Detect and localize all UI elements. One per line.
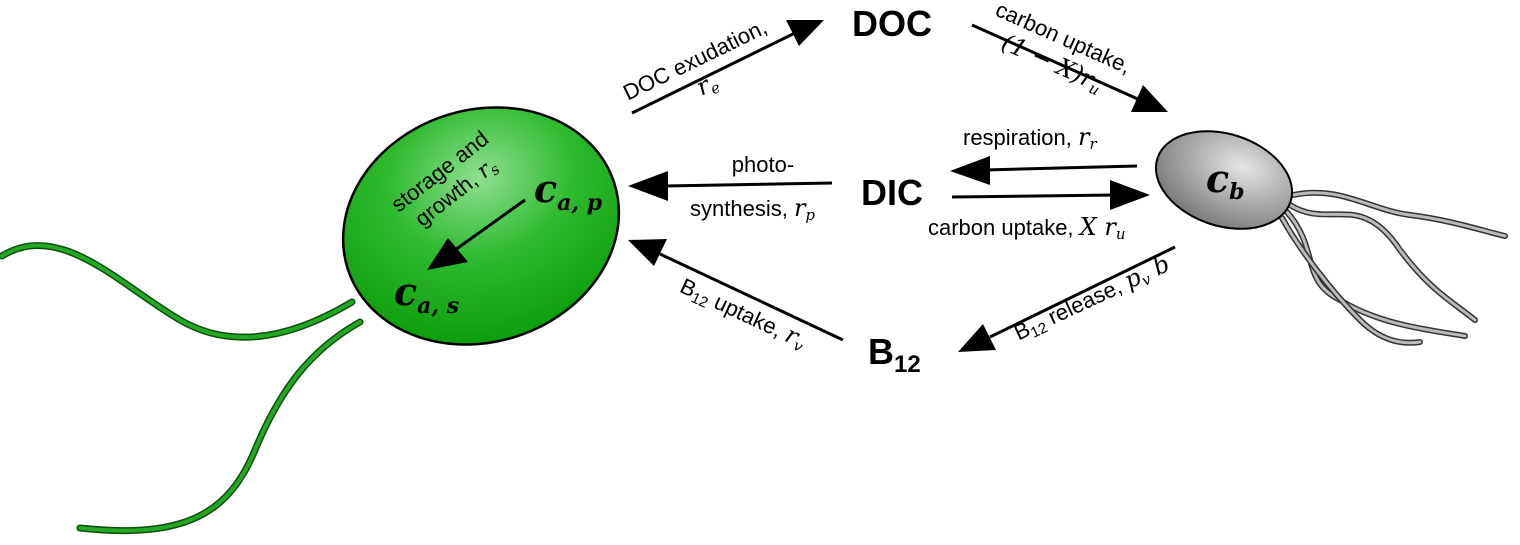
carbon-uptake-dic-text: carbon uptake, bbox=[928, 215, 1080, 240]
bacterium-flagella bbox=[1279, 189, 1508, 346]
bacterium-cell bbox=[1154, 130, 1294, 230]
b12-node: B12 bbox=[868, 331, 921, 378]
b12-uptake-arrow bbox=[628, 239, 844, 342]
alga-cell bbox=[341, 106, 621, 346]
carbon-uptake-dic-sub: u bbox=[1116, 225, 1126, 243]
carbon-uptake-dic-var: X r bbox=[1078, 213, 1118, 241]
photo-sub: p bbox=[805, 206, 815, 224]
dic-node: DIC bbox=[861, 172, 923, 213]
bacterium-sub: b bbox=[1229, 179, 1244, 205]
respiration-text: respiration, bbox=[963, 125, 1078, 150]
b12-release-text-line: B12 release, pv b bbox=[1009, 249, 1175, 347]
carbon-uptake-doc-arrow bbox=[971, 23, 1168, 112]
photo-line2-text: synthesis, bbox=[690, 196, 794, 221]
carbon-uptake-dic-arrow bbox=[951, 180, 1150, 210]
storage-arrow bbox=[427, 198, 526, 270]
doc-node: DOC bbox=[852, 3, 932, 44]
respiration-sub: r bbox=[1089, 135, 1097, 153]
doc-exudation-arrow bbox=[631, 20, 824, 115]
b12-uptake-label: B12 uptake, rv bbox=[675, 271, 811, 356]
b12-node-sub: 12 bbox=[894, 351, 921, 378]
photo-line1: photo- bbox=[732, 152, 794, 177]
alga-flagella bbox=[0, 242, 364, 535]
photo-var: r bbox=[794, 194, 807, 222]
b12-release-text: release, bbox=[1039, 271, 1132, 332]
respiration-label: respiration, rr bbox=[963, 123, 1097, 153]
alga-p-main: c bbox=[534, 166, 557, 211]
alga-s-sub: a, s bbox=[417, 293, 459, 319]
doc-exudation-label: DOC exudation, re bbox=[619, 14, 771, 105]
alga-s-main: c bbox=[394, 269, 417, 314]
bacterium-main: c bbox=[1206, 156, 1229, 201]
alga-p-sub: a, p bbox=[557, 190, 603, 216]
b12-node-base: B bbox=[868, 331, 894, 372]
b12-release-sub: 12 bbox=[1028, 319, 1050, 341]
respiration-arrow bbox=[950, 156, 1138, 185]
b12-release-label: B12 release, pv b bbox=[1009, 249, 1175, 347]
photo-line2: synthesis, rp bbox=[690, 194, 815, 224]
exudation-line1: DOC exudation, bbox=[619, 14, 771, 105]
b12-uptake-sub: 12 bbox=[688, 289, 710, 311]
carbon-uptake-dic-label: carbon uptake, X ru bbox=[928, 213, 1126, 243]
respiration-var: r bbox=[1078, 123, 1091, 151]
b12-release-arrow bbox=[958, 245, 1176, 352]
carbon-uptake-doc-label: carbon uptake, (1 − X)ru bbox=[992, 0, 1135, 99]
b12-uptake-text-line: B12 uptake, rv bbox=[675, 271, 811, 356]
alga-pool-p-label: ca, p bbox=[534, 166, 603, 216]
photosynthesis-arrow bbox=[628, 171, 833, 201]
bacterium-pool-label: cb bbox=[1206, 156, 1245, 205]
alga-pool-s-label: ca, s bbox=[394, 269, 459, 319]
